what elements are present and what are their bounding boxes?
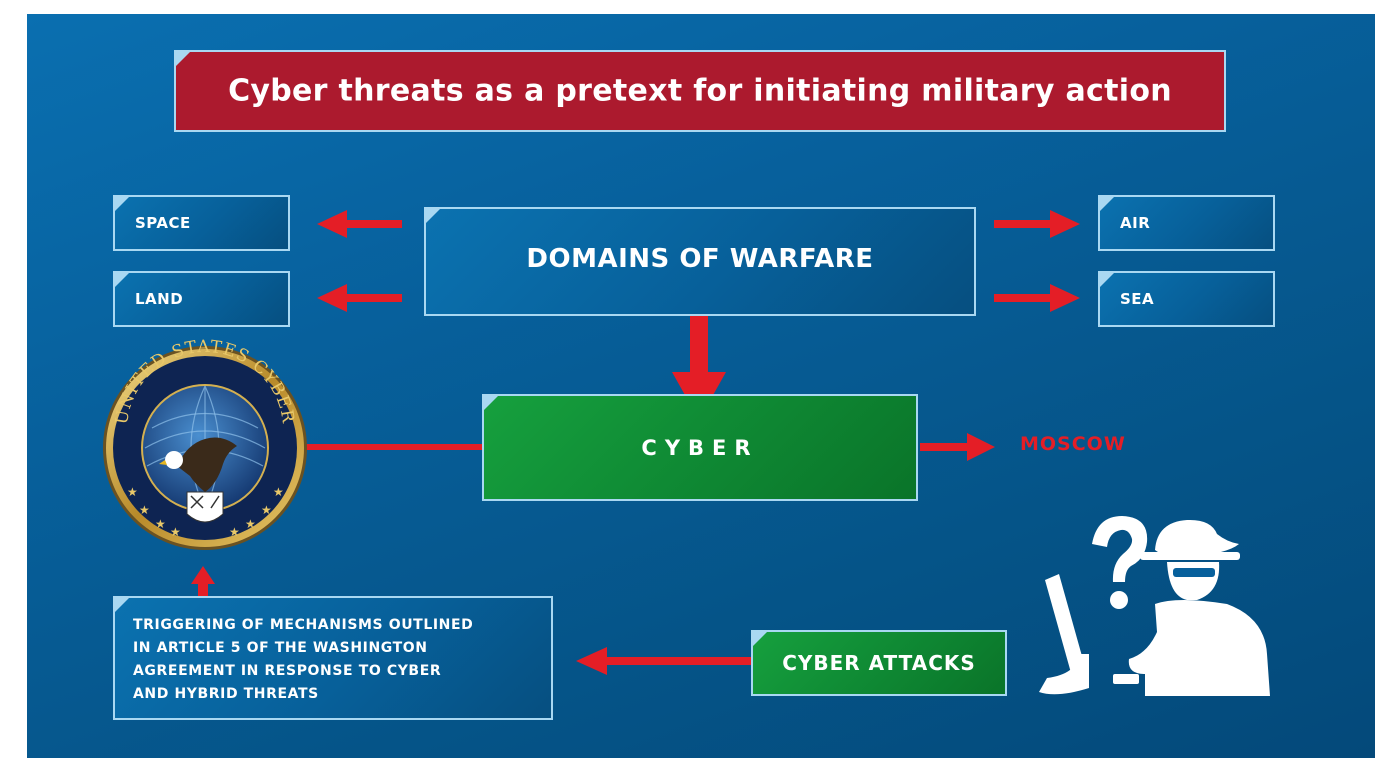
arrow-cyber-to-moscow (920, 433, 995, 461)
moscow-label: MOSCOW (1020, 433, 1126, 455)
arrow-trigger-to-seal (191, 566, 215, 598)
sea-label: SEA (1120, 290, 1155, 308)
svg-text:★: ★ (127, 485, 138, 499)
page-title: Cyber threats as a pretext for initiatin… (228, 73, 1172, 109)
svg-text:★: ★ (273, 485, 284, 499)
land-box: LAND (113, 271, 290, 327)
domains-of-warfare-box: DOMAINS OF WARFARE (424, 207, 976, 316)
air-label: AIR (1120, 214, 1151, 232)
sea-box: SEA (1098, 271, 1275, 327)
arrow-to-space (317, 210, 402, 238)
domains-label: DOMAINS OF WARFARE (526, 243, 874, 274)
cyber-attacks-box: CYBER ATTACKS (751, 630, 1007, 696)
svg-text:★: ★ (170, 525, 181, 539)
svg-text:★: ★ (229, 525, 240, 539)
svg-text:★: ★ (155, 517, 166, 531)
svg-text:★: ★ (245, 517, 256, 531)
svg-text:★: ★ (261, 503, 272, 517)
hacker-icon (1039, 516, 1270, 696)
title-banner: Cyber threats as a pretext for initiatin… (174, 50, 1226, 132)
arrow-to-land (317, 284, 402, 312)
space-label: SPACE (135, 214, 191, 232)
cyber-label: CYBER (641, 435, 759, 460)
cyber-box: CYBER (482, 394, 918, 501)
arrow-to-sea (994, 284, 1080, 312)
diagram-canvas: UNITED STATES CYBER COMMAND ★ ★ ★ ★ ★ ★ … (27, 14, 1375, 758)
space-box: SPACE (113, 195, 290, 251)
land-label: LAND (135, 290, 184, 308)
trigger-text: TRIGGERING OF MECHANISMS OUTLINED IN ART… (133, 617, 474, 702)
air-box: AIR (1098, 195, 1275, 251)
svg-text:★: ★ (139, 503, 150, 517)
arrow-attacks-to-trigger (576, 647, 753, 675)
line-seal-to-cyber (306, 444, 484, 450)
arrow-to-air (994, 210, 1080, 238)
article5-trigger-box: TRIGGERING OF MECHANISMS OUTLINED IN ART… (113, 596, 553, 720)
cyber-attacks-label: CYBER ATTACKS (782, 651, 976, 675)
